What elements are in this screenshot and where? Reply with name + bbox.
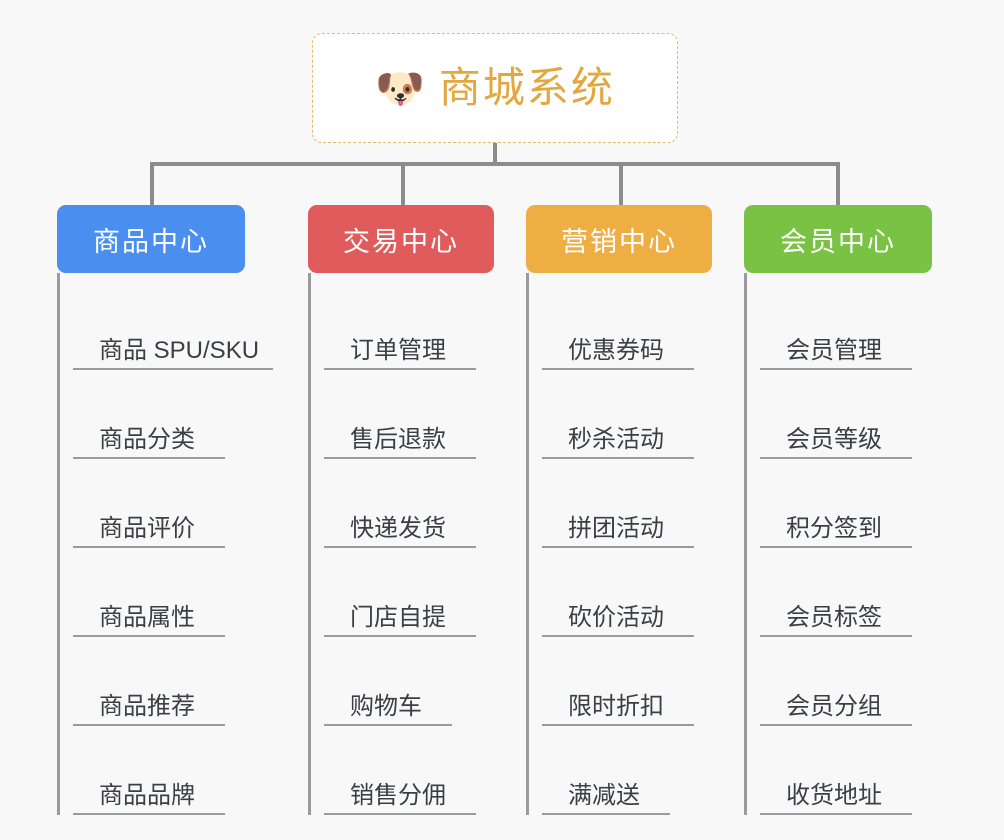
column-header-marketing-center[interactable]: 营销中心 bbox=[526, 205, 712, 273]
list-item-label: 购物车 bbox=[350, 692, 422, 720]
list-item-label: 售后退款 bbox=[350, 425, 446, 453]
connector-drop-marketing-center bbox=[619, 162, 623, 206]
column-header-trade-center[interactable]: 交易中心 bbox=[308, 205, 494, 273]
shiba-dog-face-icon: 🐶 bbox=[375, 67, 425, 111]
column-items-product-center: 商品 SPU/SKU 商品分类 商品评价 商品属性 商品推荐 商品品牌 bbox=[57, 273, 273, 815]
root-title: 商城系统 bbox=[438, 64, 615, 111]
list-item[interactable]: 商品评价 bbox=[73, 459, 245, 548]
list-item[interactable]: 会员分组 bbox=[760, 637, 932, 726]
list-item[interactable]: 满减送 bbox=[542, 726, 712, 815]
list-item-label: 商品属性 bbox=[99, 603, 195, 631]
list-item-underline bbox=[760, 368, 912, 370]
list-item-label: 商品 SPU/SKU bbox=[99, 336, 260, 364]
connector-root-stem bbox=[493, 143, 497, 164]
column-product-center: 商品中心 商品 SPU/SKU 商品分类 商品评价 商品属性 商品推荐 商品品牌 bbox=[57, 205, 273, 815]
column-marketing-center: 营销中心 优惠券码 秒杀活动 拼团活动 砍价活动 限时折扣 满减送 bbox=[526, 205, 712, 815]
column-trade-center: 交易中心 订单管理 售后退款 快递发货 门店自提 购物车 销售分佣 bbox=[308, 205, 494, 815]
list-item[interactable]: 订单管理 bbox=[324, 281, 494, 370]
list-item-label: 会员等级 bbox=[786, 425, 882, 453]
list-item-underline bbox=[760, 546, 912, 548]
column-rail bbox=[57, 273, 60, 815]
list-item-label: 会员标签 bbox=[786, 603, 882, 631]
connector-horizontal-bus bbox=[150, 162, 840, 166]
list-item[interactable]: 秒杀活动 bbox=[542, 370, 712, 459]
list-item-label: 会员分组 bbox=[786, 692, 882, 720]
column-rail bbox=[308, 273, 311, 815]
list-item[interactable]: 购物车 bbox=[324, 637, 494, 726]
list-item-label: 限时折扣 bbox=[568, 692, 664, 720]
list-item-underline bbox=[760, 457, 912, 459]
list-item-underline bbox=[542, 457, 694, 459]
list-item-underline bbox=[73, 724, 225, 726]
list-item-underline bbox=[73, 368, 273, 370]
list-item-underline bbox=[542, 724, 694, 726]
list-item-label: 砍价活动 bbox=[568, 603, 664, 631]
list-item-underline bbox=[324, 368, 476, 370]
list-item[interactable]: 商品属性 bbox=[73, 548, 245, 637]
list-item-label: 订单管理 bbox=[350, 336, 446, 364]
list-item-underline bbox=[324, 813, 476, 815]
list-item-underline bbox=[760, 813, 912, 815]
connector-drop-product-center bbox=[150, 162, 154, 206]
column-header-product-center[interactable]: 商品中心 bbox=[57, 205, 245, 273]
column-items-member-center: 会员管理 会员等级 积分签到 会员标签 会员分组 收货地址 bbox=[744, 273, 932, 815]
connector-drop-trade-center bbox=[401, 162, 405, 206]
list-item[interactable]: 优惠券码 bbox=[542, 281, 712, 370]
column-items-trade-center: 订单管理 售后退款 快递发货 门店自提 购物车 销售分佣 bbox=[308, 273, 494, 815]
list-item-label: 商品分类 bbox=[99, 425, 195, 453]
list-item[interactable]: 商品推荐 bbox=[73, 637, 245, 726]
list-item-label: 商品品牌 bbox=[99, 781, 195, 809]
root-node-mall-system[interactable]: 🐶 商城系统 bbox=[312, 33, 678, 143]
list-item[interactable]: 会员等级 bbox=[760, 370, 932, 459]
column-rail bbox=[526, 273, 529, 815]
list-item-underline bbox=[324, 546, 476, 548]
list-item[interactable]: 收货地址 bbox=[760, 726, 932, 815]
list-item-underline bbox=[760, 724, 912, 726]
list-item[interactable]: 门店自提 bbox=[324, 548, 494, 637]
column-items-marketing-center: 优惠券码 秒杀活动 拼团活动 砍价活动 限时折扣 满减送 bbox=[526, 273, 712, 815]
list-item[interactable]: 限时折扣 bbox=[542, 637, 712, 726]
list-item-label: 门店自提 bbox=[350, 603, 446, 631]
column-rail bbox=[744, 273, 747, 815]
column-member-center: 会员中心 会员管理 会员等级 积分签到 会员标签 会员分组 收货地址 bbox=[744, 205, 932, 815]
list-item[interactable]: 会员管理 bbox=[760, 281, 932, 370]
list-item-underline bbox=[542, 635, 694, 637]
list-item[interactable]: 积分签到 bbox=[760, 459, 932, 548]
list-item-underline bbox=[542, 546, 694, 548]
list-item-underline bbox=[324, 724, 452, 726]
list-item[interactable]: 会员标签 bbox=[760, 548, 932, 637]
list-item[interactable]: 砍价活动 bbox=[542, 548, 712, 637]
list-item-underline bbox=[73, 635, 225, 637]
list-item-label: 积分签到 bbox=[786, 514, 882, 542]
list-item-label: 拼团活动 bbox=[568, 514, 664, 542]
list-item-underline bbox=[73, 546, 225, 548]
list-item-underline bbox=[73, 813, 225, 815]
list-item-label: 收货地址 bbox=[786, 781, 882, 809]
list-item-label: 秒杀活动 bbox=[568, 425, 664, 453]
list-item-label: 满减送 bbox=[568, 781, 640, 809]
list-item-label: 会员管理 bbox=[786, 336, 882, 364]
list-item-underline bbox=[73, 457, 225, 459]
list-item-label: 快递发货 bbox=[350, 514, 446, 542]
connector-drop-member-center bbox=[836, 162, 840, 206]
list-item-underline bbox=[542, 813, 670, 815]
list-item-label: 商品评价 bbox=[99, 514, 195, 542]
list-item[interactable]: 拼团活动 bbox=[542, 459, 712, 548]
list-item-underline bbox=[542, 368, 694, 370]
list-item[interactable]: 商品分类 bbox=[73, 370, 245, 459]
list-item-underline bbox=[324, 457, 476, 459]
list-item[interactable]: 商品品牌 bbox=[73, 726, 245, 815]
list-item[interactable]: 快递发货 bbox=[324, 459, 494, 548]
list-item[interactable]: 商品 SPU/SKU bbox=[73, 281, 273, 370]
list-item[interactable]: 销售分佣 bbox=[324, 726, 494, 815]
list-item-label: 销售分佣 bbox=[350, 781, 446, 809]
list-item-label: 优惠券码 bbox=[568, 336, 664, 364]
list-item-underline bbox=[760, 635, 912, 637]
column-header-member-center[interactable]: 会员中心 bbox=[744, 205, 932, 273]
list-item-label: 商品推荐 bbox=[99, 692, 195, 720]
list-item[interactable]: 售后退款 bbox=[324, 370, 494, 459]
list-item-underline bbox=[324, 635, 476, 637]
